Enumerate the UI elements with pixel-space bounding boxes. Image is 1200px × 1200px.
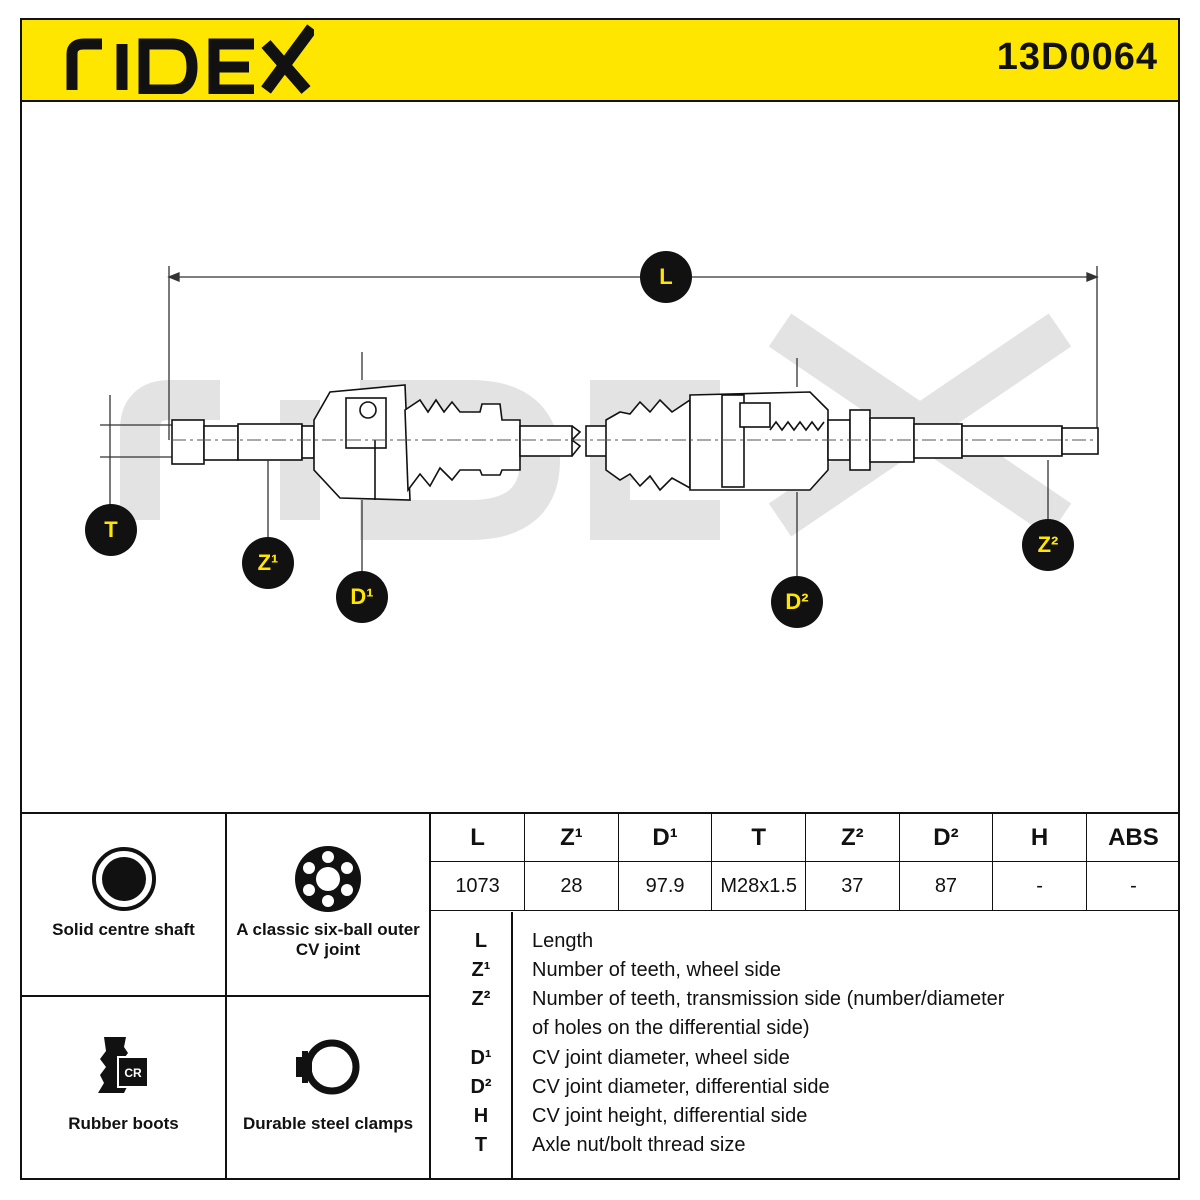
legend-key: L bbox=[474, 930, 488, 952]
part-number: 13D0064 bbox=[996, 36, 1158, 78]
legend-row: Z² Number of teeth, transmission side (n… bbox=[431, 988, 1180, 1017]
rubber-boot-icon-text: CR bbox=[124, 1066, 142, 1080]
feature-solid-shaft: Solid centre shaft bbox=[22, 814, 227, 997]
spec-header-cell: T bbox=[711, 814, 806, 862]
legend-text: of holes on the differential side) bbox=[532, 1017, 810, 1039]
spec-value-cell: 37 bbox=[805, 861, 900, 911]
legend-row: T Axle nut/bolt thread size bbox=[431, 1134, 1180, 1163]
spec-value-cell: 97.9 bbox=[618, 861, 713, 911]
legend-text: Axle nut/bolt thread size bbox=[532, 1134, 746, 1156]
legend-key: H bbox=[473, 1105, 489, 1127]
feature-label: Durable steel clamps bbox=[242, 1114, 414, 1133]
spec-value-cell: - bbox=[992, 861, 1087, 911]
spec-table: L Z¹ D¹ T Z² D² H ABS 1073 28 97.9 M28x1… bbox=[431, 814, 1180, 911]
feature-steel-clamps: Durable steel clamps bbox=[227, 997, 431, 1178]
rubber-boot-icon: CR bbox=[97, 1037, 149, 1093]
dimension-badge-z1: Z¹ bbox=[242, 537, 294, 589]
spec-header-cell: D² bbox=[899, 814, 994, 862]
feature-six-ball-joint: A classic six-ball outer CV joint bbox=[227, 814, 431, 997]
dimension-badge-l: L bbox=[640, 251, 692, 303]
spec-value-cell: - bbox=[1086, 861, 1180, 911]
spec-value-cell: 28 bbox=[524, 861, 619, 911]
driveshaft-drawing bbox=[100, 266, 1099, 576]
legend-text: Number of teeth, wheel side bbox=[532, 959, 782, 981]
legend-text: CV joint height, differential side bbox=[532, 1105, 808, 1127]
header-bar: 13D0064 bbox=[20, 18, 1180, 102]
feature-label: Rubber boots bbox=[68, 1114, 179, 1133]
legend-key: Z² bbox=[471, 988, 491, 1010]
spec-header-cell: D¹ bbox=[618, 814, 713, 862]
legend-row: D² CV joint diameter, differential side bbox=[431, 1076, 1180, 1105]
solid-shaft-icon bbox=[91, 847, 156, 911]
dimension-badge-t: T bbox=[85, 504, 137, 556]
legend-row: Z¹ Number of teeth, wheel side bbox=[431, 959, 1180, 988]
feature-label: Solid centre shaft bbox=[52, 920, 195, 939]
six-ball-joint-icon bbox=[295, 846, 361, 912]
spec-value-row: 1073 28 97.9 M28x1.5 37 87 - - bbox=[431, 861, 1180, 911]
legend-key: Z¹ bbox=[471, 959, 491, 981]
legend-key: D¹ bbox=[470, 1047, 492, 1069]
spec-value-cell: 1073 bbox=[431, 861, 526, 911]
legend-text: Length bbox=[532, 930, 594, 952]
legend-key: D² bbox=[470, 1076, 492, 1098]
legend-text: CV joint diameter, differential side bbox=[532, 1076, 830, 1098]
spec-value-cell: M28x1.5 bbox=[711, 861, 806, 911]
ridex-logo bbox=[66, 24, 314, 94]
legend-text: CV joint diameter, wheel side bbox=[532, 1047, 790, 1069]
legend-key: T bbox=[474, 1134, 488, 1156]
spec-header-row: L Z¹ D¹ T Z² D² H ABS bbox=[431, 814, 1180, 862]
legend-row: D¹ CV joint diameter, wheel side bbox=[431, 1047, 1180, 1076]
legend-row: L Length bbox=[431, 930, 1180, 959]
steel-clamp-icon bbox=[296, 1039, 360, 1095]
legend-text: Number of teeth, transmission side (numb… bbox=[532, 988, 1005, 1010]
spec-header-cell: L bbox=[431, 814, 526, 862]
feature-label: A classic six-ball outer CV joint bbox=[236, 920, 420, 959]
dimension-badge-d1: D¹ bbox=[336, 571, 388, 623]
legend-divider bbox=[511, 912, 513, 1178]
legend-row: H CV joint height, differential side bbox=[431, 1105, 1180, 1134]
dimension-badge-z2: Z² bbox=[1022, 519, 1074, 571]
dimension-badge-d2: D² bbox=[771, 576, 823, 628]
spec-value-cell: 87 bbox=[899, 861, 994, 911]
legend-row: of holes on the differential side) bbox=[431, 1017, 1180, 1046]
section-divider bbox=[20, 812, 1180, 814]
spec-header-cell: Z¹ bbox=[524, 814, 619, 862]
spec-header-cell: Z² bbox=[805, 814, 900, 862]
legend: L Length Z¹ Number of teeth, wheel side … bbox=[431, 912, 1180, 1178]
spec-header-cell: H bbox=[992, 814, 1087, 862]
feature-rubber-boots: CR Rubber boots bbox=[22, 997, 227, 1178]
spec-header-cell: ABS bbox=[1086, 814, 1180, 862]
